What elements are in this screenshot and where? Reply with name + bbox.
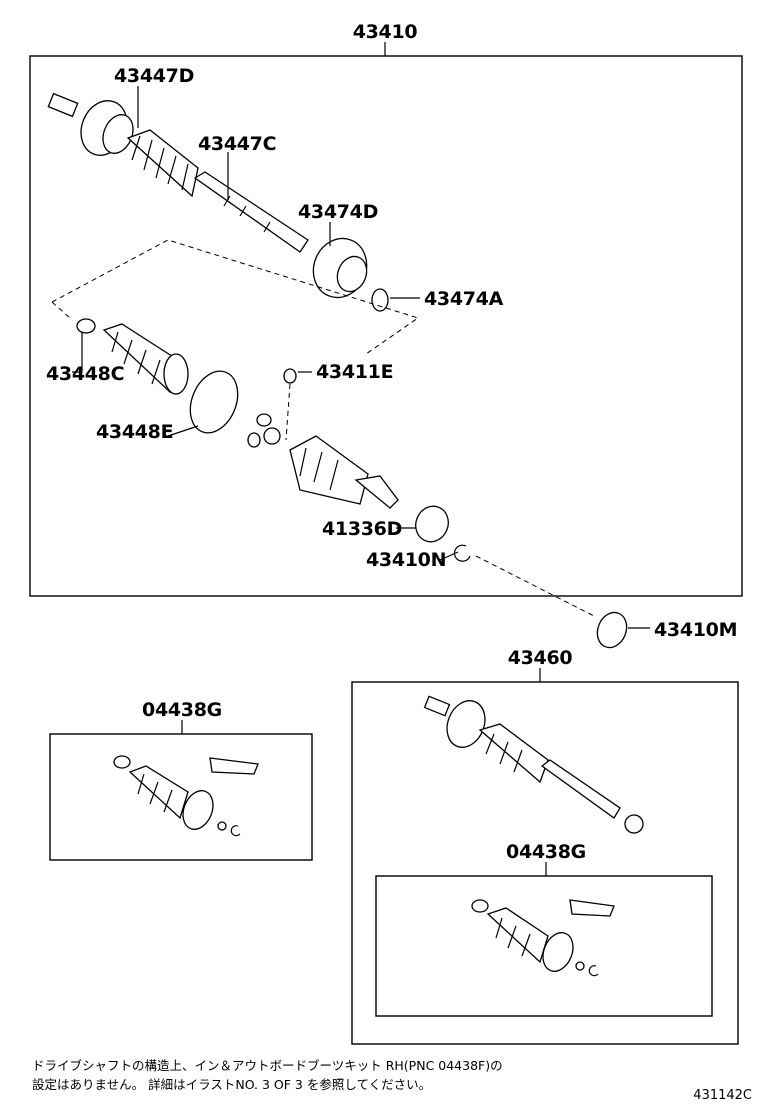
figure-code: 431142C — [693, 1088, 752, 1103]
rh-shaft-drawing — [423, 695, 644, 834]
right-kit-drawing — [471, 899, 615, 977]
left-kit-drawing — [113, 755, 259, 837]
tripod-joint-drawing — [247, 413, 281, 448]
footnote-line-1: ドライブシャフトの構造上、イン＆アウトボードブーツキット RH(PNC 0443… — [32, 1058, 503, 1073]
footnote: ドライブシャフトの構造上、イン＆アウトボードブーツキット RH(PNC 0443… — [32, 1056, 503, 1094]
label-43410M[interactable]: 43410M — [654, 619, 738, 641]
band-43448E-drawing — [189, 370, 239, 434]
inboard-boot-drawing — [76, 318, 189, 395]
inboard-joint-drawing — [289, 435, 399, 509]
label-43474A[interactable]: 43474A — [424, 288, 504, 310]
label-43411E[interactable]: 43411E — [316, 361, 394, 383]
right-kit-frame — [375, 875, 713, 1017]
snap-ring-43411E-drawing — [283, 368, 297, 384]
left-kit-frame — [49, 733, 313, 861]
seal-43410M-drawing — [596, 611, 628, 649]
dynamic-damper-drawing — [312, 237, 368, 299]
label-43448E[interactable]: 43448E — [96, 421, 174, 443]
label-04438G-right[interactable]: 04438G — [506, 841, 586, 863]
footnote-line-2: 設定はありません。 詳細はイラストNO. 3 OF 3 を参照してください。 — [32, 1077, 432, 1092]
label-04438G-left[interactable]: 04438G — [142, 699, 222, 721]
snap-ring-43410N-drawing — [453, 544, 471, 562]
label-41336D[interactable]: 41336D — [322, 518, 402, 540]
seal-41336D-drawing — [415, 505, 449, 543]
outboard-shaft-drawing — [47, 92, 309, 253]
main-assembly-frame — [29, 55, 743, 597]
label-43448C[interactable]: 43448C — [46, 363, 125, 385]
label-43447D[interactable]: 43447D — [114, 65, 194, 87]
label-43447C[interactable]: 43447C — [198, 133, 277, 155]
rh-assembly-frame — [351, 681, 739, 1045]
label-43460[interactable]: 43460 — [508, 647, 573, 669]
label-43410N[interactable]: 43410N — [366, 549, 447, 571]
label-43410[interactable]: 43410 — [353, 21, 418, 43]
label-43474D[interactable]: 43474D — [298, 201, 378, 223]
clamp-43474A-drawing — [371, 288, 389, 312]
